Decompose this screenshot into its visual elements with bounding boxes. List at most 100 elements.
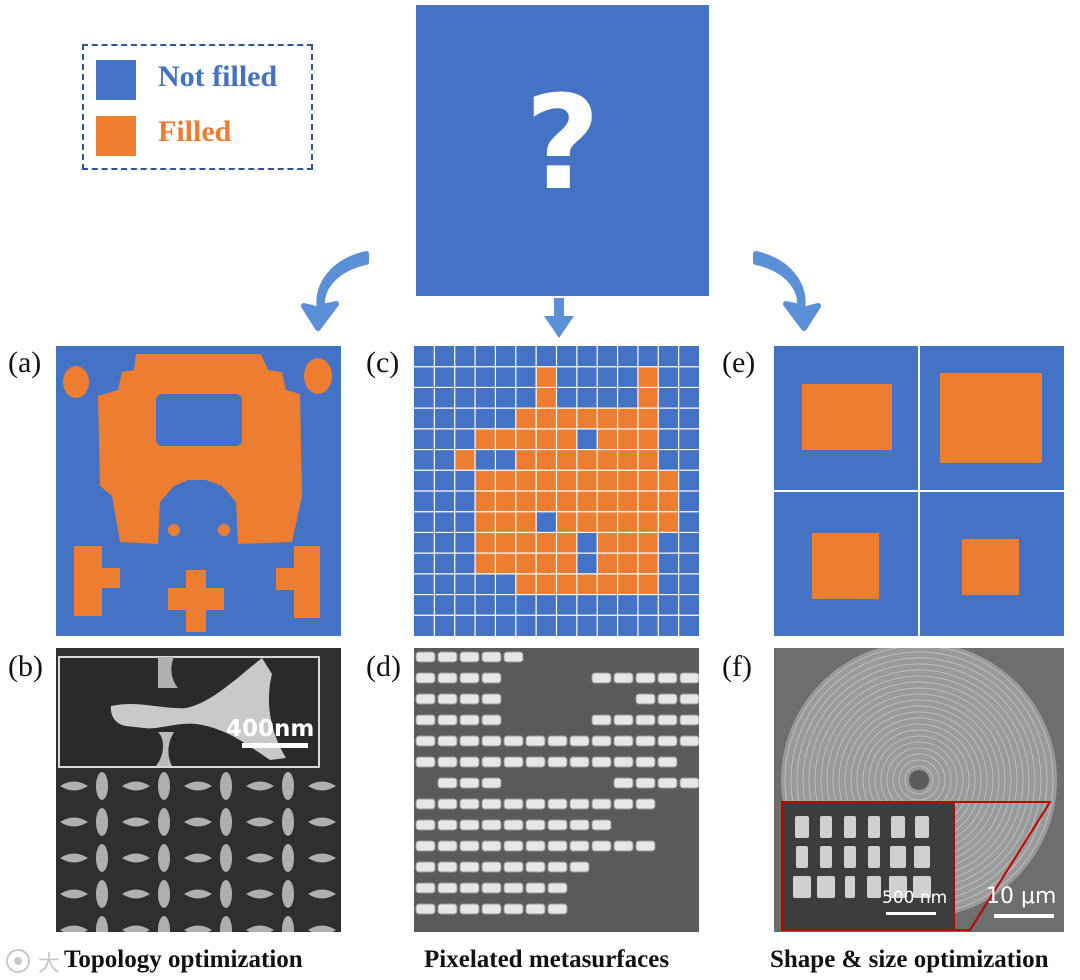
sem-unit bbox=[246, 925, 274, 932]
sem-unit bbox=[184, 889, 212, 899]
nanopillar bbox=[437, 840, 458, 852]
caption-pixelated: Pixelated metasurfaces bbox=[424, 946, 670, 973]
sem-unit bbox=[60, 781, 88, 791]
sem-unit bbox=[122, 781, 150, 791]
right-arrow-icon bbox=[753, 251, 821, 331]
shape-block-3 bbox=[812, 533, 879, 599]
sem-unit bbox=[60, 925, 88, 932]
filled-pixel bbox=[637, 553, 659, 574]
nanopillar bbox=[503, 735, 524, 747]
nanopillar bbox=[635, 735, 656, 747]
shape-block-4 bbox=[962, 539, 1019, 595]
filled-pixel bbox=[556, 449, 577, 471]
nanopillar bbox=[415, 903, 436, 915]
nanopillar bbox=[459, 798, 480, 810]
sem-unit bbox=[122, 817, 150, 827]
filled-pixel bbox=[536, 387, 557, 409]
nanopillar bbox=[503, 903, 524, 915]
watermark: 大 bbox=[2, 946, 60, 977]
nanopillar bbox=[415, 840, 436, 852]
nanopillar bbox=[591, 798, 612, 810]
inset-pillar bbox=[817, 876, 835, 898]
filled-pixel bbox=[617, 449, 638, 471]
filled-pixel bbox=[556, 532, 577, 554]
filled-pixel bbox=[495, 511, 516, 533]
nanopillar bbox=[459, 819, 480, 831]
sem-unit bbox=[184, 925, 212, 932]
sem-unit bbox=[308, 889, 336, 899]
inset-pillar bbox=[890, 846, 906, 868]
inset-pillar bbox=[915, 816, 929, 838]
nanopillar bbox=[569, 861, 590, 873]
nanopillar bbox=[437, 735, 458, 747]
nanopillar bbox=[591, 672, 612, 684]
nanopillar bbox=[657, 672, 678, 684]
nanopillar bbox=[459, 672, 480, 684]
inset-pillar bbox=[868, 816, 880, 838]
legend-swatch-not-filled bbox=[96, 60, 136, 100]
nanopillar bbox=[415, 798, 436, 810]
filled-pixel bbox=[617, 428, 638, 450]
topology-design bbox=[56, 346, 341, 636]
nanopillar bbox=[569, 756, 590, 768]
caption-shape-size: Shape & size optimization bbox=[770, 946, 1049, 973]
sem-unit bbox=[96, 772, 108, 800]
filled-pixel bbox=[597, 449, 618, 471]
nanopillar bbox=[503, 861, 524, 873]
sem-unit bbox=[246, 853, 274, 863]
filled-pixel bbox=[454, 449, 476, 471]
nanopillar bbox=[547, 903, 568, 915]
nanopillar bbox=[459, 693, 480, 705]
down-arrow-icon bbox=[544, 298, 574, 338]
nanopillar bbox=[635, 798, 656, 810]
filled-pixel bbox=[597, 470, 618, 491]
nanopillar bbox=[679, 714, 699, 726]
filled-pixel bbox=[515, 532, 537, 554]
nanopillar bbox=[547, 840, 568, 852]
sem-unit bbox=[96, 808, 108, 836]
filled-pixel bbox=[515, 573, 537, 595]
nanopillar bbox=[459, 882, 480, 894]
sem-unit bbox=[282, 844, 294, 872]
filled-pixel bbox=[637, 532, 659, 554]
nanopillar bbox=[635, 840, 656, 852]
nanopillar bbox=[613, 714, 634, 726]
filled-pixel bbox=[536, 428, 557, 450]
filled-pixel bbox=[515, 449, 537, 471]
filled-pixel bbox=[495, 428, 516, 450]
nanopillar bbox=[415, 672, 436, 684]
filled-pixel bbox=[475, 532, 496, 554]
nanopillar bbox=[525, 735, 546, 747]
nanopillar bbox=[679, 777, 699, 789]
sem-topology-image: 400nm bbox=[56, 648, 341, 932]
nanopillar bbox=[635, 777, 656, 789]
nanopillar bbox=[459, 777, 480, 789]
nanopillar bbox=[569, 798, 590, 810]
nanopillar bbox=[525, 903, 546, 915]
filled-pixel bbox=[658, 470, 679, 491]
legend-swatch-filled bbox=[96, 116, 136, 156]
nanopillar bbox=[679, 693, 699, 705]
nanopillar bbox=[459, 903, 480, 915]
filled-pixel bbox=[556, 553, 577, 574]
sem-unit bbox=[308, 925, 336, 932]
design-space-square bbox=[416, 5, 709, 296]
nanopillar bbox=[481, 798, 502, 810]
filled-pixel bbox=[536, 491, 557, 512]
filled-pixel bbox=[556, 470, 577, 491]
nanopillar bbox=[437, 882, 458, 894]
nanopillar bbox=[437, 651, 458, 663]
filled-pixel bbox=[515, 470, 537, 491]
nanopillar bbox=[459, 840, 480, 852]
nanopillar bbox=[569, 735, 590, 747]
sem-unit bbox=[184, 781, 212, 791]
nanopillar bbox=[613, 798, 634, 810]
filled-pixel bbox=[597, 511, 618, 533]
legend-label-not-filled: Not filled bbox=[158, 60, 278, 93]
filled-pixel bbox=[495, 532, 516, 554]
nanopillar bbox=[481, 882, 502, 894]
filled-pixel bbox=[597, 491, 618, 512]
nanopillar bbox=[635, 714, 656, 726]
filled-pixel bbox=[536, 470, 557, 491]
